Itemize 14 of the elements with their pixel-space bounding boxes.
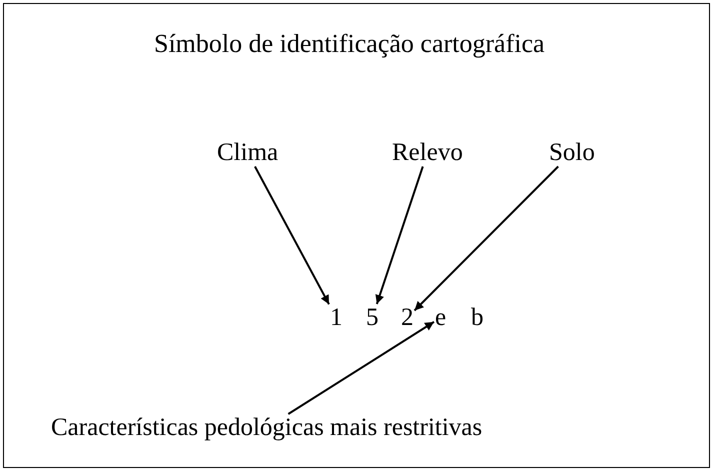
node-label: 2 — [400, 304, 414, 332]
arrow — [414, 166, 559, 312]
node-label: Clima — [214, 139, 282, 166]
node-label: e — [434, 304, 448, 332]
arrow — [375, 166, 424, 304]
node-label: 5 — [365, 304, 380, 332]
node-label: Solo — [546, 139, 598, 166]
node-label: Características pedológicas mais restritivas — [48, 414, 486, 442]
arrow — [288, 321, 435, 415]
node-label: b — [470, 304, 484, 332]
node-label: 1 — [329, 304, 344, 332]
diagram-title: Símbolo de identificação cartográfica — [154, 29, 545, 59]
arrow — [254, 166, 330, 305]
node-label: Relevo — [389, 139, 466, 166]
